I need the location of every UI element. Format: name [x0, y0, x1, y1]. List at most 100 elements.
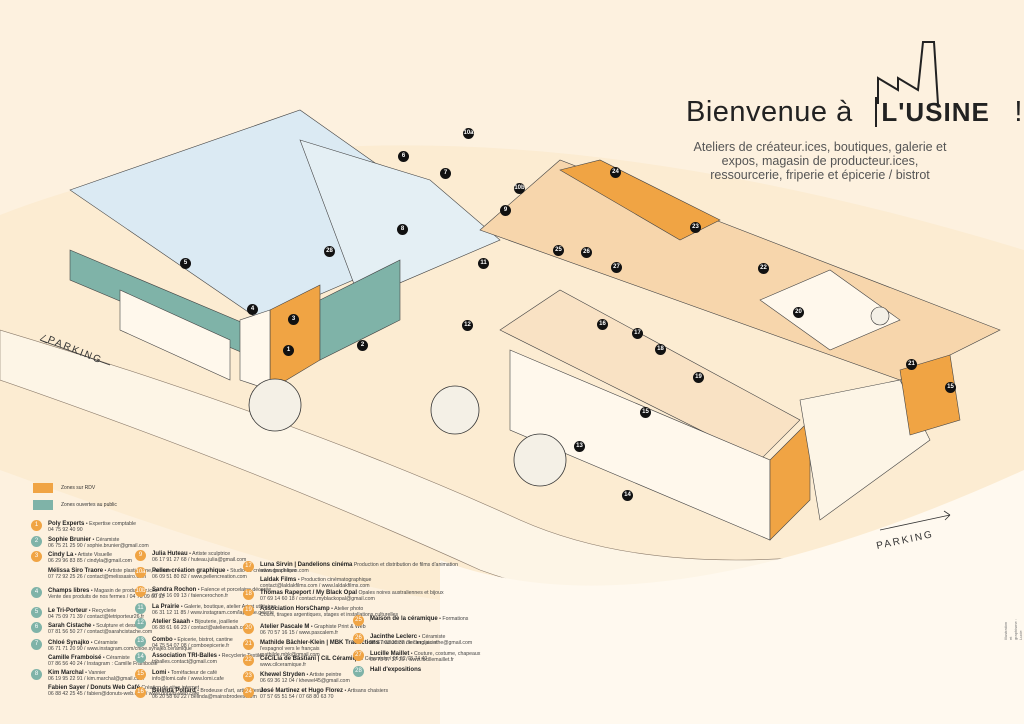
legend-name: Sarah Cistache — [48, 623, 92, 629]
legend-number-badge: 12 — [135, 618, 146, 629]
legend-contact: 06 70 57 16 15 / www.pascalem.fr — [260, 630, 339, 636]
legend-number-badge: 11 — [135, 603, 146, 614]
legend-name: Mélissa Siro Traore — [48, 568, 104, 574]
legend-number-badge: 17 — [243, 561, 254, 572]
teal-wall-mid — [319, 259, 401, 361]
color-key: Zones sur RDV Zones ouvertes au public — [33, 483, 117, 517]
legend-number-badge: 23 — [243, 671, 254, 682]
key-label: Zones sur RDV — [61, 485, 96, 491]
map-marker: 24 — [610, 167, 621, 178]
legend-number-badge: 1 — [31, 520, 42, 531]
tree — [430, 385, 480, 435]
key-public: Zones ouvertes au public — [33, 500, 117, 510]
legend-number-badge: 4 — [31, 587, 42, 598]
legend-item: 28 Hall d'expositions — [353, 666, 570, 677]
legend-number-badge: 27 — [353, 650, 364, 661]
legend-desc: • Recyclerie — [88, 608, 117, 614]
legend-number-badge: 22 — [243, 655, 254, 666]
map-marker: 1 — [283, 345, 294, 356]
building-1-front — [239, 309, 271, 391]
legend-contact: 06 88 42 25 45 / fabien@donuts-web.cafe … — [48, 691, 200, 697]
legend-contact: 06 69 36 12 04 / khewel45@gmail.com — [260, 678, 350, 684]
legend-name: Hall d'expositions — [370, 667, 422, 673]
legend-contact: www.dandelions.com — [260, 568, 309, 574]
legend-item: Laldak Films • Production cinématographi… — [260, 577, 460, 589]
legend-contact: 06 29 96 83 85 / cindyla@gmail.com — [48, 558, 132, 564]
legend-name: Association TRI-Balles — [152, 653, 218, 659]
map-marker: 5 — [180, 258, 191, 269]
legend-contact: 07 57 65 51 54 / 07 68 80 63 70 — [260, 694, 334, 700]
east-small-building — [899, 354, 961, 436]
legend-name: José Martinez et Hugo Florez — [260, 688, 344, 694]
legend-desc: • Vannier — [85, 670, 106, 676]
legend-contact: mathilde.mbk@gmail.com — [260, 652, 320, 658]
map-marker: 18 — [655, 344, 666, 355]
credit: Illustration et graphisme : Lucie Berger… — [1003, 619, 1024, 640]
legend-desc: • Artiste sculptrice — [189, 551, 231, 557]
legend-desc: • Artisans chaisiers — [344, 688, 389, 694]
legend-contact: 06 09 51 80 82 / www.pellencreation.com — [152, 574, 247, 580]
legend-name: CéCiLia de Bastiani | CiL Céramique — [260, 656, 364, 662]
legend-contact: 06 73 67 37 20 / www.lucillemaillet.fr — [370, 657, 454, 663]
legend-number-badge: 28 — [353, 666, 364, 677]
legend-name: Belinda Pollard — [152, 688, 196, 694]
legend-desc: • Artiste peintre — [306, 672, 342, 678]
legend-number-badge: 18 — [243, 589, 254, 600]
legend-desc: • Graphiste Print & Web — [310, 624, 366, 630]
legend-name: Luna Sirvin | Dandelions cinéma — [260, 562, 353, 568]
legend-contact: 07 69 14 60 18 / contact.myblackopal@gma… — [260, 596, 375, 602]
legend-contact: 04 75 09 71 39 / contact@letriporteur26.… — [48, 614, 145, 620]
legend-contact: 07 81 56 50 27 / contact@sarahcistache.c… — [48, 629, 153, 635]
legend-contact: 06 31 12 11 85 / www.instagram.com/lapra… — [152, 610, 274, 616]
legend-desc: • Faïence et porcelaine décorée — [197, 587, 272, 593]
legend-desc: • Céramiste — [92, 537, 120, 543]
usine-logo-chimney — [877, 41, 939, 105]
map-marker: 7 — [440, 168, 451, 179]
parking-arrow-west — [39, 334, 111, 366]
legend-desc: • Atelier photo — [331, 606, 364, 612]
legend-contact: 06 20 58 60 22 / belinda@mainsbrodees.co… — [152, 694, 257, 700]
map-marker: 3 — [288, 314, 299, 325]
legend-item: Fabien Sayer / Donuts Web Café Création … — [48, 685, 248, 697]
legend-number-badge: 5 — [31, 607, 42, 618]
map-marker: 25 — [553, 245, 564, 256]
legend-desc: • Céramiste — [102, 655, 130, 661]
legend-contact: 06 19 95 22 91 / kim.marchal@gmail.com — [48, 676, 144, 682]
legend-desc: • Céramiste — [418, 634, 446, 640]
east-end-wall — [769, 419, 811, 541]
map-marker: 15 — [640, 407, 651, 418]
legend-number-badge: 14 — [135, 652, 146, 663]
legend-name: Atelier Pascale M — [260, 624, 310, 630]
legend-number-badge: 10b — [135, 586, 146, 597]
legend-number-badge: 3 — [31, 551, 42, 562]
key-swatch-teal — [33, 500, 53, 510]
subtitle: Ateliers de créateur.ices, boutiques, ga… — [693, 140, 947, 182]
key-swatch-orange — [33, 483, 53, 493]
tree — [870, 306, 890, 326]
brand-name: L'USINE — [875, 97, 990, 127]
legend-number-badge: 13 — [135, 636, 146, 647]
legend-name: Combo — [152, 637, 173, 643]
legend-contact: 06 67 03 36 32 / leclerc.jacinthe@gmail.… — [370, 640, 473, 646]
legend-name: Khewel Stryden — [260, 672, 306, 678]
parking-arrow-east — [879, 510, 951, 531]
legend-name: Sandra Rochon — [152, 587, 197, 593]
